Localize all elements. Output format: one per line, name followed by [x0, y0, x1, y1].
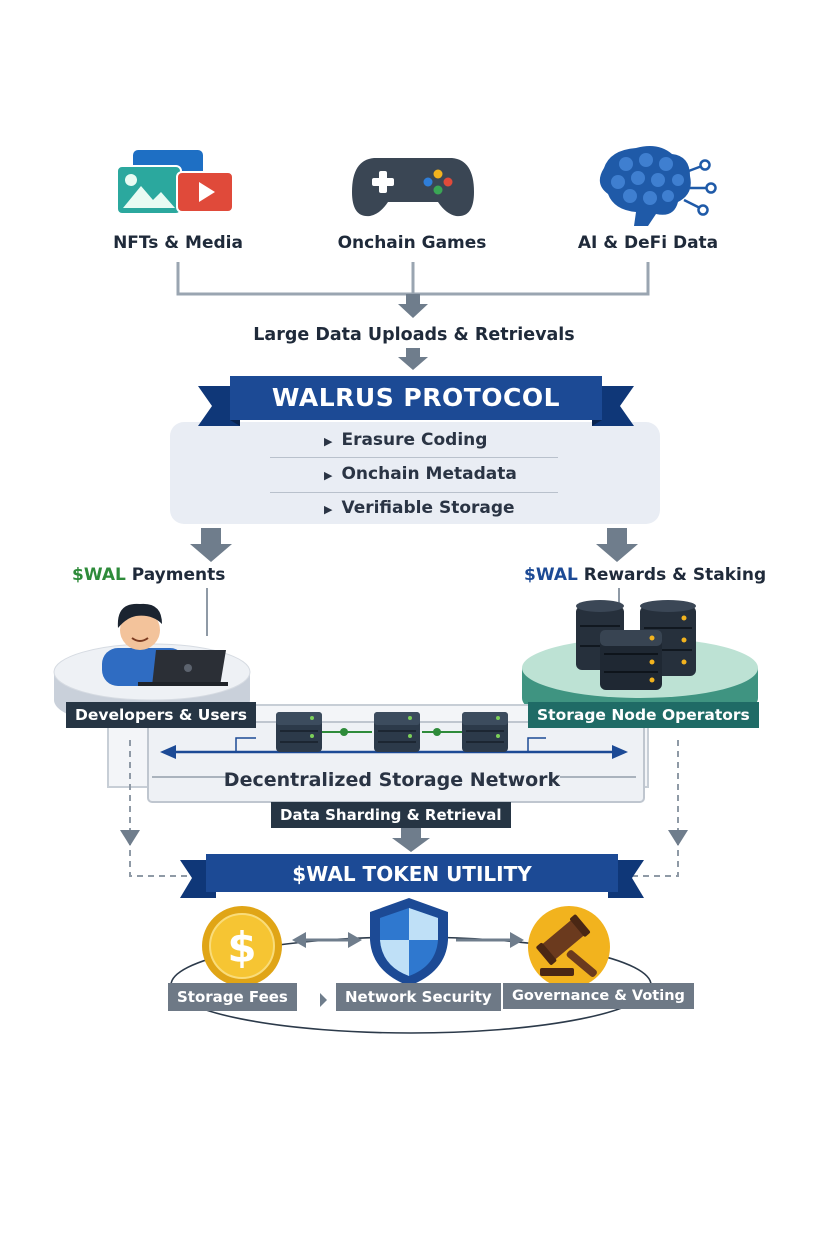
source-connector-lines	[176, 262, 650, 296]
network-node-server-3	[462, 712, 508, 752]
shield-icon	[370, 898, 448, 986]
wal-token-text: $WAL	[524, 565, 578, 585]
feature-divider-2	[270, 492, 558, 493]
feature-erasure-coding: ▶ Erasure Coding	[324, 430, 487, 450]
payments-text: Payments	[125, 565, 226, 585]
developer-avatar-icon	[102, 603, 228, 686]
rewards-label: $WAL Rewards & Staking	[524, 565, 766, 585]
protocol-banner	[198, 376, 634, 426]
feature-label: Onchain Metadata	[341, 464, 517, 484]
svg-text:$: $	[227, 923, 256, 972]
bullet-arrow-icon: ▶	[324, 469, 333, 482]
feature-label: Verifiable Storage	[341, 498, 515, 518]
source-label-games: Onchain Games	[337, 233, 487, 253]
storage-fees-tag: Storage Fees	[168, 983, 297, 1011]
network-security-tag: Network Security	[336, 983, 501, 1011]
right-branch-arrow	[596, 528, 638, 562]
bullet-arrow-icon: ▶	[324, 503, 333, 516]
ai-brain-icon	[596, 144, 718, 228]
feature-onchain-metadata: ▶ Onchain Metadata	[324, 464, 517, 484]
feature-verifiable-storage: ▶ Verifiable Storage	[324, 498, 515, 518]
network-node-server-2	[374, 712, 420, 752]
rewards-text: Rewards & Staking	[577, 565, 767, 585]
server-stack-icon	[576, 600, 696, 690]
protocol-title: WALRUS PROTOCOL	[271, 383, 561, 412]
down-arrow-to-label	[398, 294, 428, 318]
utility-banner	[180, 854, 644, 898]
feature-divider-1	[270, 457, 558, 458]
storage-node-operators-tag: Storage Node Operators	[528, 702, 759, 728]
upload-flow-label: Large Data Uploads & Retrievals	[253, 325, 575, 345]
network-title: Decentralized Storage Network	[223, 769, 561, 791]
protocol-panel	[170, 422, 660, 524]
payments-label: $WAL Payments	[72, 565, 225, 585]
left-branch-arrow	[190, 528, 232, 562]
network-subtitle-tag: Data Sharding & Retrieval	[271, 802, 511, 828]
gavel-icon	[528, 906, 610, 988]
feature-label: Erasure Coding	[341, 430, 488, 450]
media-gallery-icon	[115, 148, 237, 218]
game-controller-icon	[350, 152, 476, 222]
bullet-arrow-icon: ▶	[324, 435, 333, 448]
down-arrow-to-protocol	[398, 348, 428, 370]
dollar-coin-icon: $	[202, 906, 282, 986]
developers-users-tag: Developers & Users	[66, 702, 256, 728]
network-to-utility-arrow	[392, 826, 430, 852]
utility-dashed-connectors	[129, 740, 679, 877]
governance-voting-tag: Governance & Voting	[503, 983, 694, 1009]
source-label-nfts: NFTs & Media	[113, 233, 243, 253]
network-node-server-1	[276, 712, 322, 752]
utility-side-arrowheads	[120, 830, 688, 846]
utility-title: $WAL TOKEN UTILITY	[292, 862, 532, 886]
source-label-ai-defi: AI & DeFi Data	[577, 233, 719, 253]
wal-token-text: $WAL	[72, 565, 126, 585]
